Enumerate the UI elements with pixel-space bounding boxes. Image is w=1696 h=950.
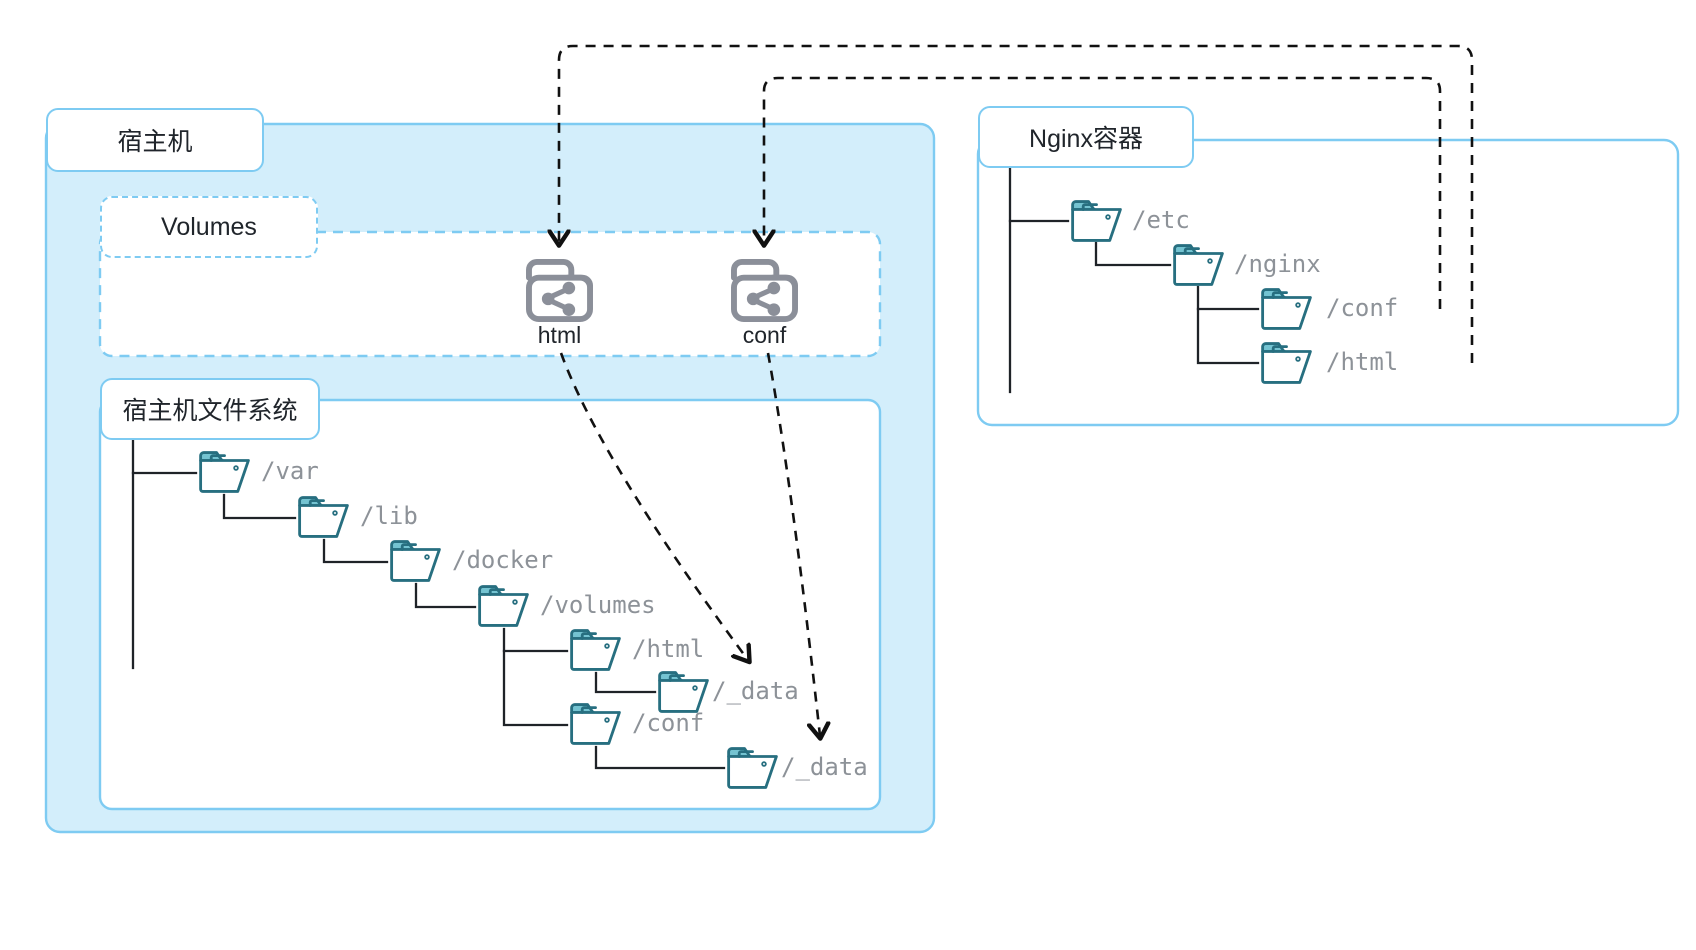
path-label-etc: /etc: [1132, 206, 1190, 234]
host-filesystem-box-title-text: 宿主机文件系统: [122, 397, 298, 425]
volumes-box-title-text: Volumes: [161, 212, 257, 241]
path-label-container-html: /html: [1326, 348, 1399, 376]
nginx-container-box-title: Nginx容器: [978, 106, 1194, 168]
host-filesystem-tree-lines: [131, 422, 726, 770]
path-label-var: /var: [261, 457, 319, 485]
path-label-volumes: /volumes: [540, 591, 656, 619]
nginx-container-box-title-text: Nginx容器: [1029, 125, 1143, 153]
volumes-box-title: Volumes: [100, 196, 318, 258]
nginx-container-box: [976, 138, 1680, 427]
path-label-html-data: /_data: [712, 677, 799, 705]
volume-label-conf-text: conf: [742, 322, 787, 348]
volume-label-html: html: [524, 322, 595, 349]
host-filesystem-box: [98, 398, 882, 811]
path-label-html: /html: [632, 635, 705, 663]
host-box-title: 宿主机: [46, 108, 264, 172]
volume-label-html-text: html: [537, 322, 582, 348]
path-label-nginx: /nginx: [1234, 250, 1321, 278]
path-label-docker: /docker: [452, 546, 554, 574]
path-label-conf-data: /_data: [781, 753, 868, 781]
host-filesystem-box-title: 宿主机文件系统: [100, 378, 320, 440]
host-box-title-text: 宿主机: [117, 128, 193, 156]
path-label-container-conf: /conf: [1326, 294, 1399, 322]
path-label-conf: /conf: [632, 709, 705, 737]
volume-label-conf: conf: [729, 322, 800, 349]
path-label-lib: /lib: [360, 502, 418, 530]
